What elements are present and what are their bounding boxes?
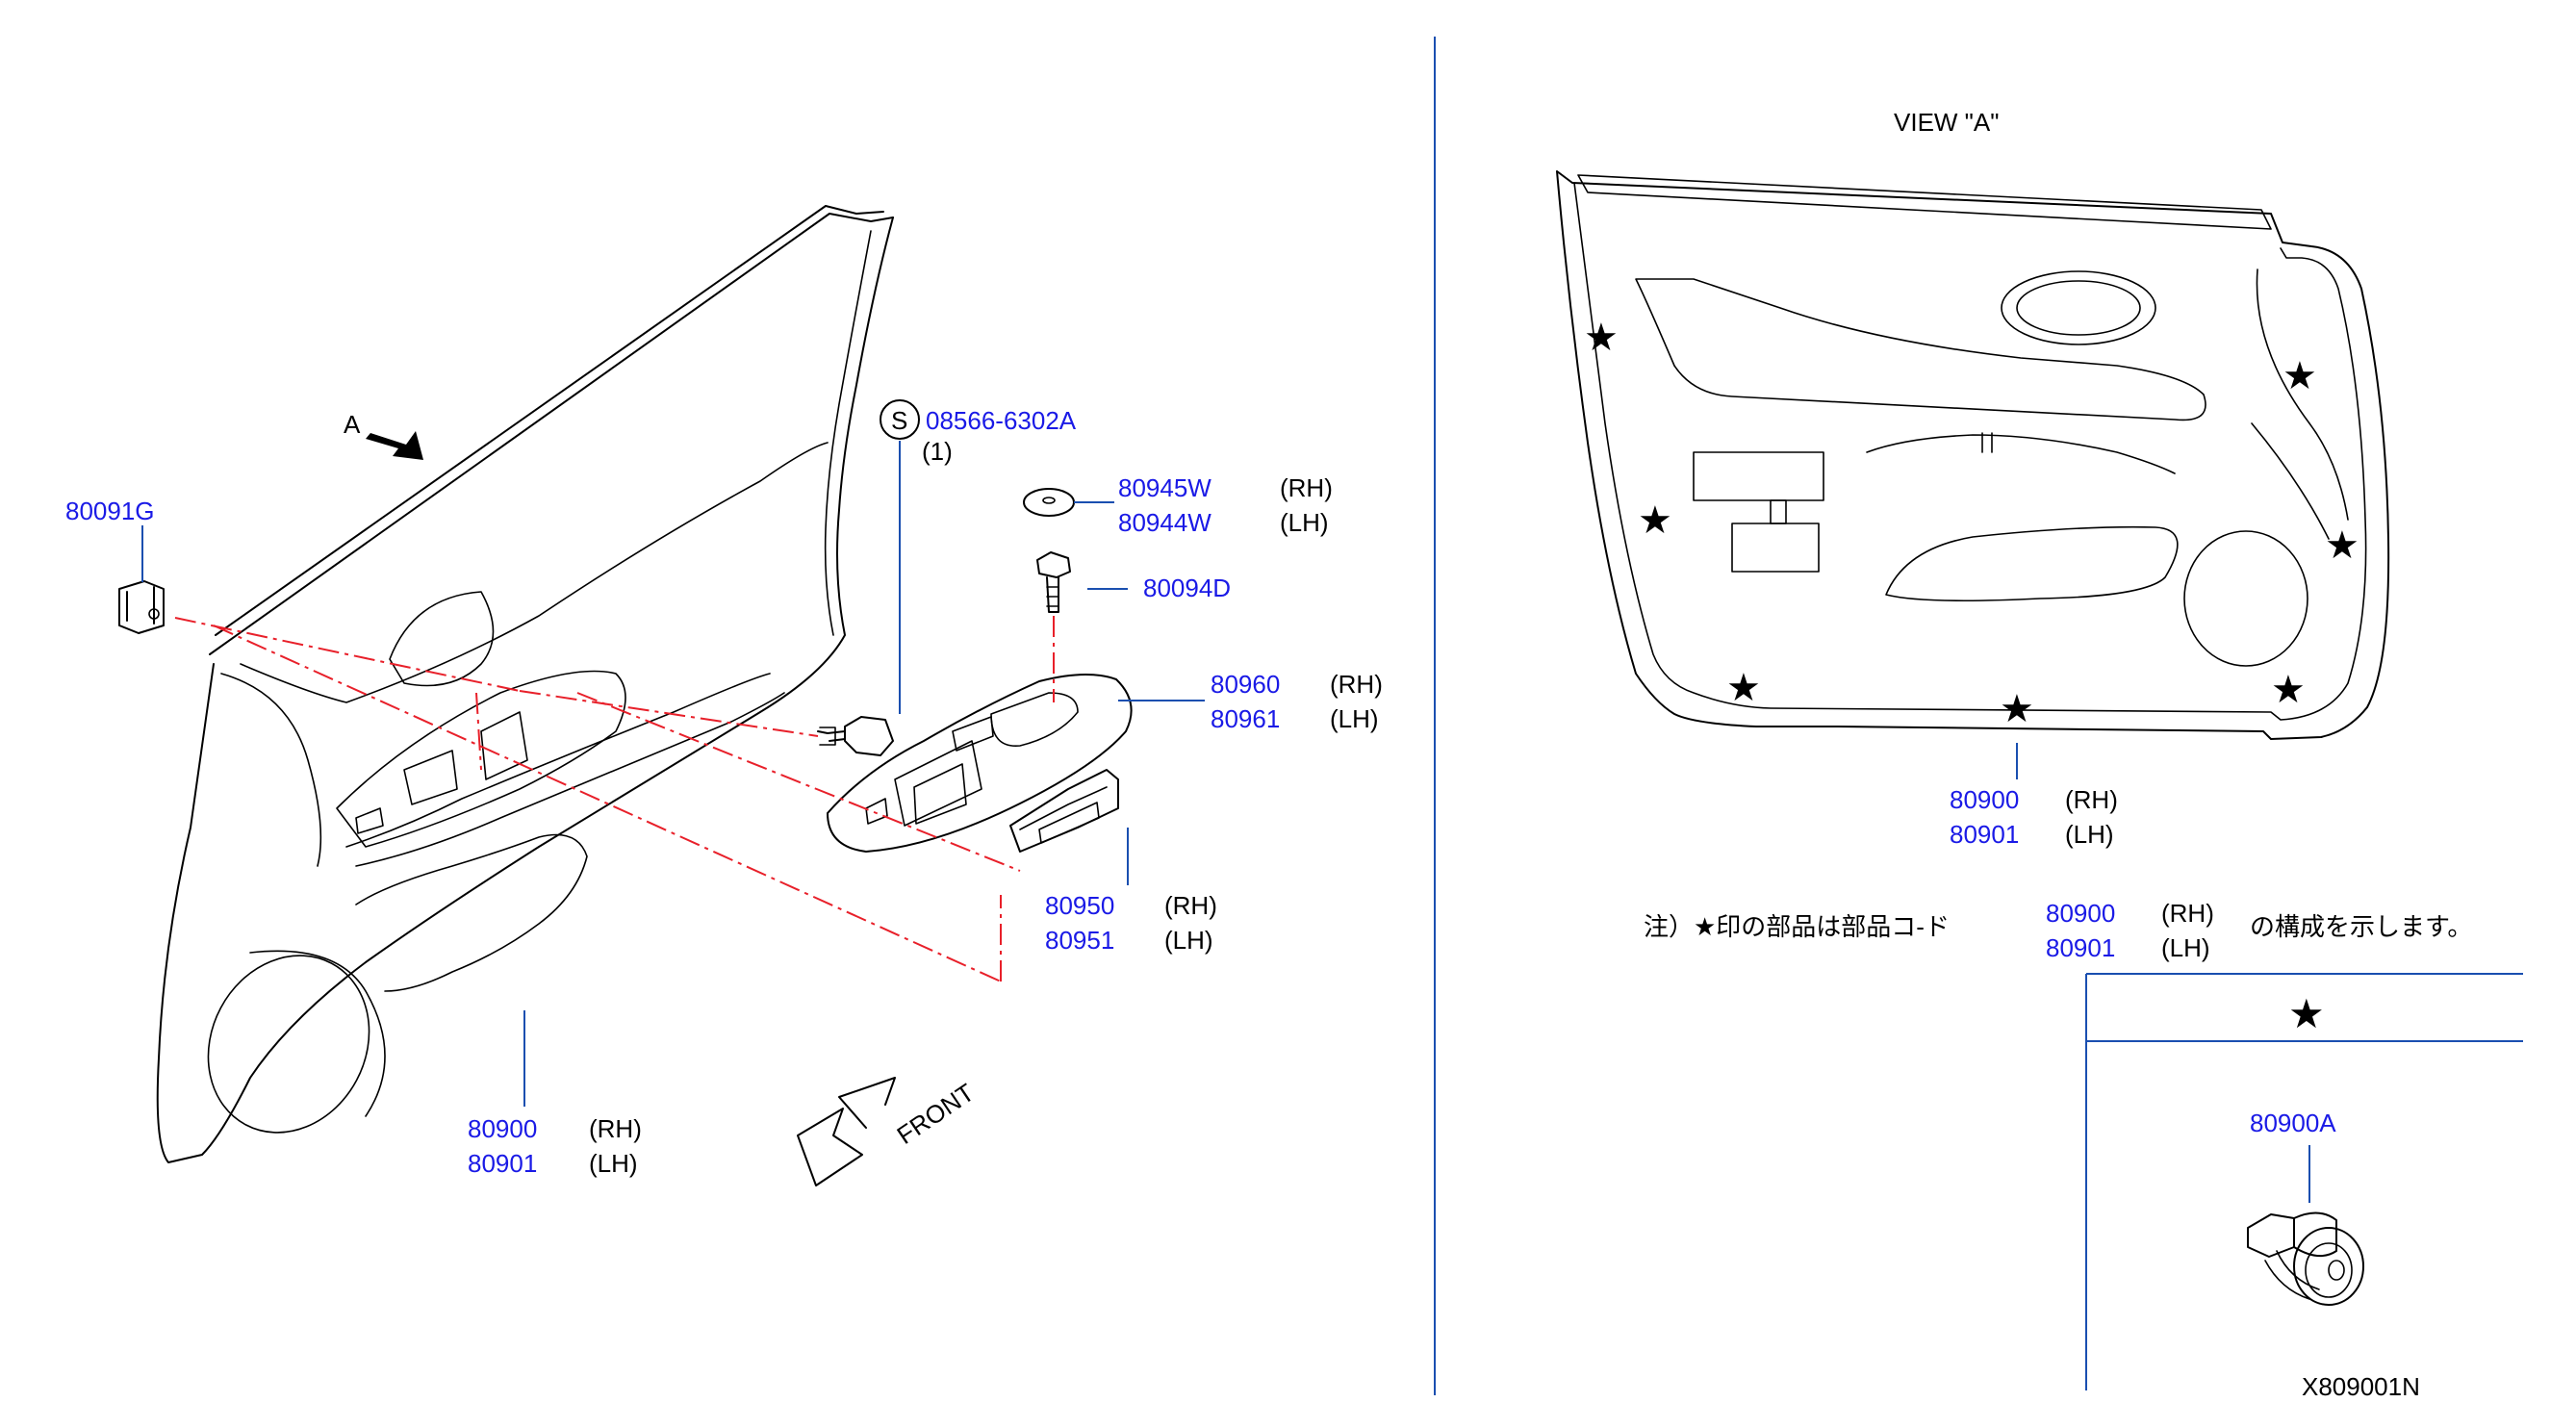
screw-s-symbol-icon: S	[880, 399, 920, 440]
pn-80901-view: 80901	[1950, 820, 2019, 849]
screw-80094d-drawing	[1036, 551, 1071, 613]
pn-80961: 80961	[1211, 704, 1280, 733]
side-80951: (LH)	[1164, 926, 1213, 955]
side-80944w: (LH)	[1280, 508, 1329, 537]
side-80900-view: (RH)	[2065, 785, 2118, 814]
pn-80944w: 80944W	[1118, 508, 1211, 537]
pn-80900-view: 80900	[1950, 785, 2019, 814]
leader-lines-left	[141, 441, 1205, 1107]
pn-80951: 80951	[1045, 926, 1114, 955]
view-a-title: VIEW "A"	[1894, 108, 1999, 137]
pn-80945w: 80945W	[1118, 473, 1211, 502]
clip-80900a-drawing	[2247, 1211, 2364, 1306]
pn-80960: 80960	[1211, 670, 1280, 699]
svg-text:S: S	[891, 406, 907, 435]
side-80961: (LH)	[1330, 704, 1379, 733]
pn-80091g: 80091G	[65, 497, 155, 525]
side-80950: (RH)	[1164, 891, 1217, 920]
star-icon: ★	[2000, 688, 2034, 730]
arrow-a-label: A	[344, 410, 361, 439]
note-pn-80900: 80900	[2046, 899, 2115, 928]
star-icon: ★	[2271, 669, 2306, 711]
pn-80094d: 80094D	[1143, 574, 1231, 602]
note-side-lh: (LH)	[2161, 933, 2210, 962]
star-icon: ★	[2283, 355, 2317, 397]
star-icon: ★	[1584, 317, 1619, 359]
fastener-stars: ★ ★ ★ ★ ★ ★ ★	[1584, 317, 2359, 730]
view-a-arrow-icon: A	[344, 410, 423, 460]
star-icon: ★	[1638, 499, 1672, 542]
note-prefix: 注）★印の部品は部品コ-ド	[1644, 912, 1950, 941]
star-icon: ★	[2325, 524, 2359, 567]
side-80960: (RH)	[1330, 670, 1383, 699]
assembly-dash-lines	[174, 616, 1055, 982]
door-trim-illustration	[156, 205, 894, 1163]
side-80900-left: (RH)	[589, 1114, 642, 1143]
note-suffix: の構成を示します。	[2250, 912, 2472, 941]
side-80901-left: (LH)	[589, 1149, 638, 1178]
pn-80950: 80950	[1045, 891, 1114, 920]
front-arrow-icon: FRONT	[797, 1077, 980, 1186]
star-note: 注）★印の部品は部品コ-ド 80900 (RH) 80901 (LH) の構成を…	[1644, 899, 2472, 962]
pn-08566-6302a: 08566-6302A	[926, 406, 1077, 435]
screw-08566-drawing	[817, 716, 894, 756]
front-label: FRONT	[892, 1078, 980, 1150]
pn-80900-left: 80900	[468, 1114, 537, 1143]
finisher-80960-drawing	[827, 674, 1133, 853]
star-icon: ★	[1726, 667, 1761, 709]
side-80945w: (RH)	[1280, 473, 1333, 502]
clip-80091g-drawing	[118, 580, 165, 634]
star-parts-table: ★ 80900A	[2085, 973, 2523, 1390]
view-a-door-back	[1556, 170, 2390, 740]
washer-80945w-drawing	[1023, 488, 1075, 517]
pn-80901-left: 80901	[468, 1149, 537, 1178]
diagram-code: X809001N	[2302, 1372, 2420, 1401]
side-80901-view: (LH)	[2065, 820, 2114, 849]
note-pn-80901: 80901	[2046, 933, 2115, 962]
note-side-rh: (RH)	[2161, 899, 2214, 928]
switch-80950-drawing	[1009, 769, 1119, 853]
qty-08566: (1)	[922, 437, 953, 466]
table-header-star: ★	[2288, 991, 2325, 1036]
pn-80900a: 80900A	[2250, 1109, 2336, 1137]
